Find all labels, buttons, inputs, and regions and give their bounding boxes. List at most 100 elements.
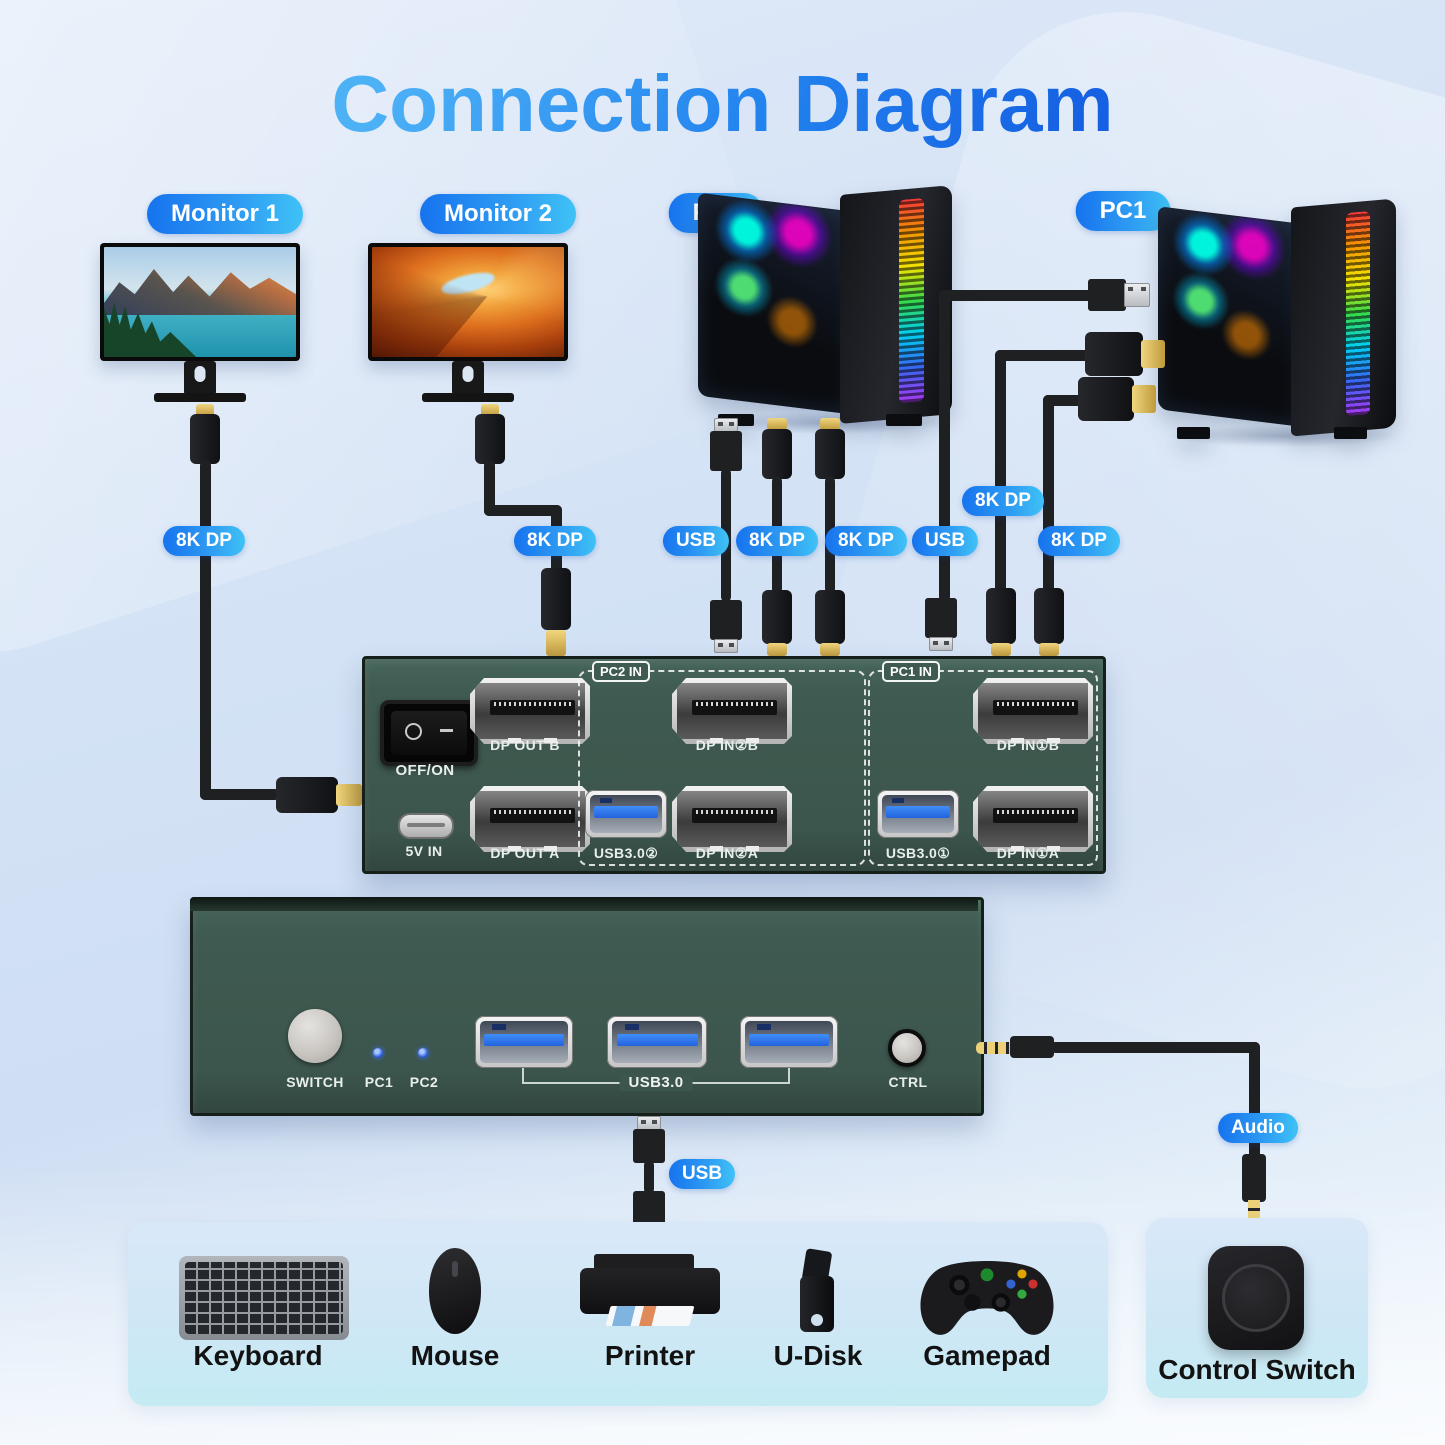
control-switch-icon xyxy=(1208,1246,1304,1350)
usb-connector-icon xyxy=(1124,283,1150,307)
pc1-leg xyxy=(1334,427,1368,439)
pc2-rgb-strip xyxy=(898,198,925,404)
front-usb3-port-3 xyxy=(740,1016,838,1068)
monitor2-dp-cable-bend xyxy=(484,505,562,516)
printer-paper-icon xyxy=(605,1306,695,1326)
pc1-glass-panel xyxy=(1158,206,1301,427)
mouse-label: Mouse xyxy=(410,1340,500,1371)
pc1-dp-bottom-pill: 8K DP xyxy=(1038,526,1120,556)
pc1-dp-cable-bottom-bend xyxy=(1043,395,1083,406)
dp-out-b-port xyxy=(470,678,590,744)
kvm-usb-pill: USB xyxy=(668,1159,736,1189)
usb-connector-body xyxy=(633,1129,665,1163)
udisk-icon xyxy=(800,1276,834,1332)
switch-button xyxy=(288,1009,342,1063)
dp-connector-icon xyxy=(762,590,792,644)
dp-connector-icon xyxy=(762,429,792,479)
pc1-led xyxy=(373,1048,383,1058)
front-usb3-port-2 xyxy=(607,1016,707,1068)
mouse-icon xyxy=(429,1248,481,1334)
pc2-dp2-pill: 8K DP xyxy=(825,526,907,556)
pc2-led-label: PC2 xyxy=(409,1074,439,1090)
dp-connector-gold-tip-icon xyxy=(1132,385,1156,413)
control-switch-label: Control Switch xyxy=(1158,1354,1356,1385)
dp-connector-icon xyxy=(1078,377,1134,421)
ctrl-button-label: CTRL xyxy=(888,1074,928,1090)
dp-out-a-label: DP OUT A xyxy=(490,845,560,861)
monitor1-label-pill: Monitor 1 xyxy=(147,194,303,234)
audio-jack-tip-icon xyxy=(976,1042,1012,1054)
gamepad-label: Gamepad xyxy=(923,1340,1051,1371)
page-title: Connection Diagram xyxy=(331,59,1114,148)
switch-button-label: SWITCH xyxy=(286,1074,344,1090)
monitor-2 xyxy=(368,243,568,361)
pc1-dp-top-pill: 8K DP xyxy=(962,486,1044,516)
kvm-front-panel xyxy=(190,897,984,1116)
pc1-led-label: PC1 xyxy=(364,1074,394,1090)
kvm-usb-cable xyxy=(644,1160,654,1194)
dp-connector-gold-tip-icon xyxy=(991,643,1011,656)
dp-connector-icon xyxy=(1085,332,1143,376)
usb3-2-port xyxy=(585,790,667,838)
usb-connector-icon xyxy=(929,637,953,651)
usb-connector-body xyxy=(925,598,957,638)
pc1-front-panel xyxy=(1291,198,1396,437)
audio-cable-vertical xyxy=(1249,1042,1260,1160)
dp-connector-icon xyxy=(815,429,845,479)
monitor2-cable-pill: 8K DP xyxy=(514,526,596,556)
monitor-1-screen xyxy=(104,247,296,357)
monitor-1-base xyxy=(154,393,246,402)
usb-connector-body xyxy=(710,431,742,471)
front-usb3-label: USB3.0 xyxy=(619,1074,693,1091)
dp-out-b-label: DP OUT B xyxy=(490,737,560,753)
dp-in-2b-label: DP IN②B xyxy=(695,737,759,753)
dp-in-1a-label: DP IN①A xyxy=(996,845,1060,861)
dp-in-1a-port xyxy=(973,786,1093,852)
usb3-bracket-line xyxy=(788,1068,790,1084)
monitor-1-stand xyxy=(184,361,216,395)
dp-in-2b-port xyxy=(672,678,792,744)
udisk-label: U-Disk xyxy=(773,1340,863,1371)
printer-lid-icon xyxy=(594,1254,694,1270)
pc1-label-pill: PC1 xyxy=(1075,191,1171,231)
front-usb3-port-1 xyxy=(475,1016,573,1068)
monitor1-cable-pill: 8K DP xyxy=(163,526,245,556)
kvm-front-top-edge xyxy=(190,897,978,911)
pc1-dp-cable-bottom xyxy=(1043,395,1054,602)
usb3-2-label: USB3.0② xyxy=(593,845,659,861)
dp-connector-gold-tip-icon xyxy=(481,404,499,416)
dp-out-a-port xyxy=(470,786,590,852)
dp-in-1b-label: DP IN①B xyxy=(996,737,1060,753)
usb-connector-body xyxy=(1088,279,1126,311)
monitor2-label-pill: Monitor 2 xyxy=(420,194,576,234)
dp-in-2a-port xyxy=(672,786,792,852)
dp-connector-icon xyxy=(475,414,505,464)
dp-connector-gold-tip-icon xyxy=(820,643,840,656)
pc2-in-group: PC2 IN xyxy=(578,661,866,866)
monitor1-dp-cable xyxy=(200,460,211,800)
printer-label: Printer xyxy=(604,1340,696,1371)
dp-connector-icon xyxy=(541,568,571,630)
dp-connector-gold-tip-icon xyxy=(1039,643,1059,656)
dp-connector-gold-tip-icon xyxy=(820,418,840,430)
pc1-in-group: PC1 IN xyxy=(868,661,1098,866)
dp-connector-icon xyxy=(815,590,845,644)
usb-connector-body xyxy=(710,600,742,640)
dp-in-2a-label: DP IN②A xyxy=(695,845,759,861)
usb-connector-icon xyxy=(714,639,738,653)
dp-connector-gold-tip-icon xyxy=(336,784,362,806)
monitor-1 xyxy=(100,243,300,361)
usb-connector-body xyxy=(633,1191,665,1225)
audio-jack-body xyxy=(1010,1036,1054,1058)
pc1-dp-cable-top-bend xyxy=(995,350,1091,361)
dp-connector-icon xyxy=(276,777,338,813)
monitor-2-base xyxy=(422,393,514,402)
pc2-tower xyxy=(698,185,952,426)
usb-connector-icon xyxy=(637,1116,661,1130)
pc2-led xyxy=(418,1048,428,1058)
pc1-rgb-strip xyxy=(1346,211,1370,417)
keyboard-icon xyxy=(179,1256,349,1340)
audio-jack-body xyxy=(1242,1154,1266,1202)
pc1-usb-pill: USB xyxy=(911,526,979,556)
usb-connector-icon xyxy=(714,418,738,432)
